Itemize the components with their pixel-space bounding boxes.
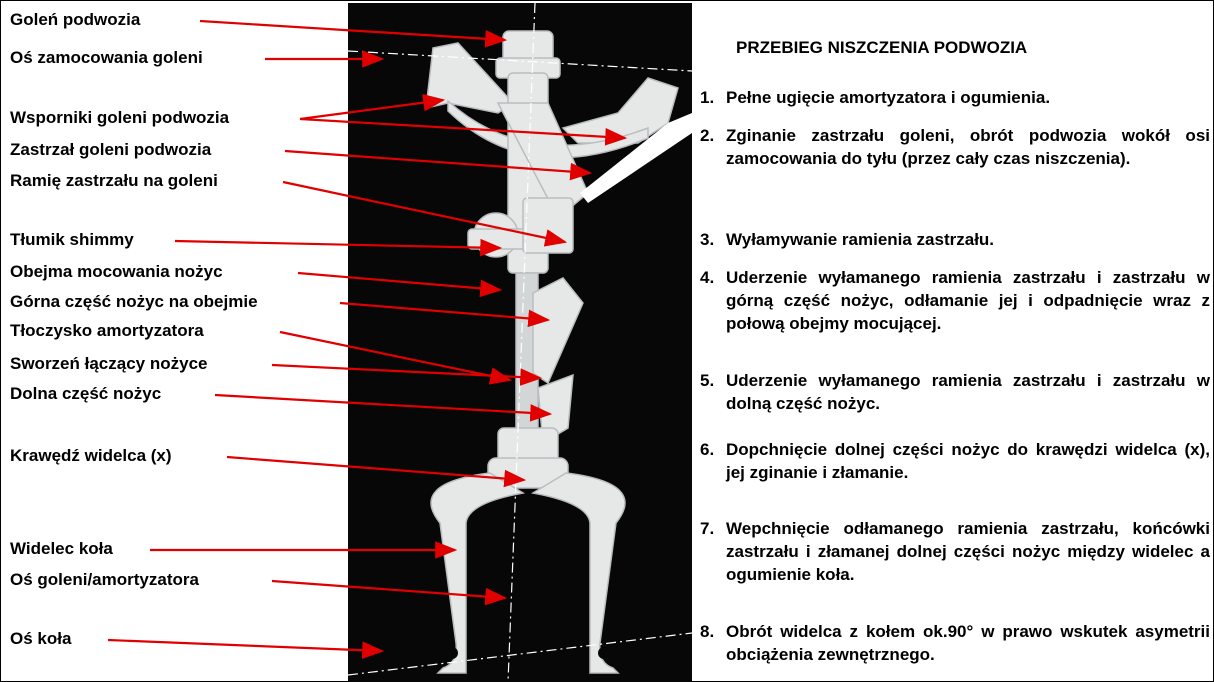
arrow-krawedz xyxy=(227,457,524,480)
panel-title: PRZEBIEG NISZCZENIA PODWOZIA xyxy=(736,38,1027,58)
arrow-os-goleni xyxy=(272,581,505,598)
arrow-tloczysko xyxy=(280,332,510,380)
step-number: 3. xyxy=(700,228,726,251)
step-text: Wyłamywanie ramienia zastrzału. xyxy=(726,228,1210,251)
arrow-wsporniki-left xyxy=(300,100,443,119)
arrow-tlumik xyxy=(175,241,500,248)
step-text: Wepchnięcie odłamanego ramienia zastrzał… xyxy=(726,517,1210,586)
step-number: 7. xyxy=(700,517,726,586)
arrow-obejma xyxy=(298,273,500,290)
step-text: Uderzenie wyłamanego ramienia zastrzału … xyxy=(726,369,1210,415)
arrow-wsporniki-right xyxy=(300,119,625,138)
step-number: 4. xyxy=(700,266,726,335)
step-text: Uderzenie wyłamanego ramienia zastrzału … xyxy=(726,266,1210,335)
step-text: Obrót widelca z kołem ok.90° w prawo wsk… xyxy=(726,620,1210,666)
step-number: 8. xyxy=(700,620,726,666)
step-item: 5. Uderzenie wyłamanego ramienia zastrza… xyxy=(700,369,1210,415)
step-item: 3. Wyłamywanie ramienia zastrzału. xyxy=(700,228,1210,251)
step-item: 1. Pełne ugięcie amortyzatora i ogumieni… xyxy=(700,86,1210,109)
arrow-os-kola xyxy=(108,640,382,651)
arrow-gorna-nozyc xyxy=(340,303,548,320)
step-text: Pełne ugięcie amortyzatora i ogumienia. xyxy=(726,86,1210,109)
step-number: 6. xyxy=(700,438,726,484)
step-text: Zginanie zastrzału goleni, obrót podwozi… xyxy=(726,124,1210,170)
step-number: 5. xyxy=(700,369,726,415)
step-item: 4. Uderzenie wyłamanego ramienia zastrza… xyxy=(700,266,1210,335)
step-item: 2. Zginanie zastrzału goleni, obrót podw… xyxy=(700,124,1210,170)
step-text: Dopchnięcie dolnej części nożyc do krawę… xyxy=(726,438,1210,484)
step-item: 8. Obrót widelca z kołem ok.90° w prawo … xyxy=(700,620,1210,666)
arrow-golen xyxy=(200,21,505,40)
step-number: 2. xyxy=(700,124,726,170)
arrow-zastrzal xyxy=(285,151,590,173)
step-item: 6. Dopchnięcie dolnej części nożyc do kr… xyxy=(700,438,1210,484)
arrow-sworzen xyxy=(272,365,540,378)
arrow-ramie xyxy=(283,182,565,242)
step-number: 1. xyxy=(700,86,726,109)
step-item: 7. Wepchnięcie odłamanego ramienia zastr… xyxy=(700,517,1210,586)
arrow-dolna-nozyc xyxy=(215,395,550,414)
